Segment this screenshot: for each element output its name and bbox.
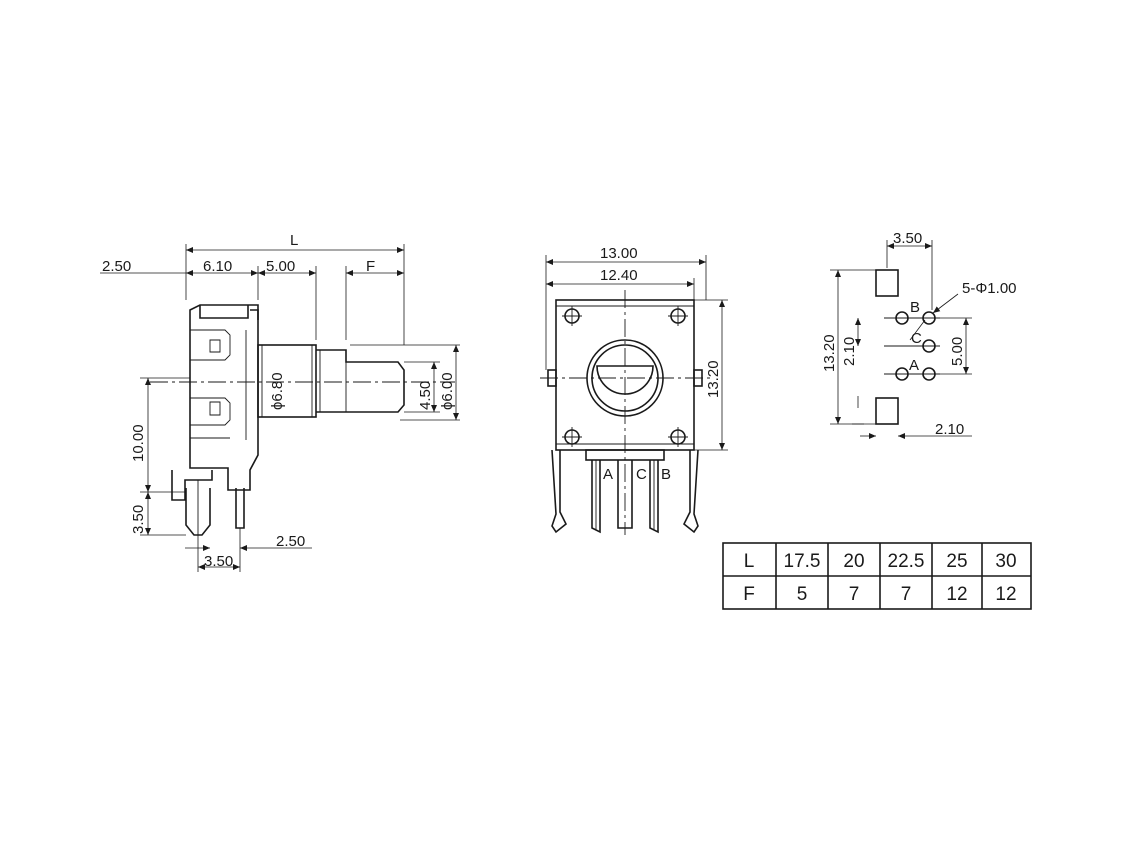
fp-holes-label: 5-Φ1.00 [962, 280, 1017, 297]
dim-b-label: 5.00 [266, 258, 295, 275]
dim-l-label: L [290, 232, 298, 249]
fp-bottom-label: 2.10 [935, 421, 964, 438]
table-cell: 12 [946, 584, 967, 605]
front-pin-b-label: B [661, 466, 671, 483]
front-view: 13.00 12.40 13.20 [540, 245, 728, 535]
front-pin-c-label: C [636, 466, 647, 483]
fp-pin-a-label: A [909, 357, 919, 374]
front-pin-a-label: A [603, 466, 613, 483]
fp-pitch-top-label: 3.50 [893, 230, 922, 247]
fp-span-label: 5.00 [949, 337, 966, 366]
bushing [257, 344, 317, 418]
dim-a-label: 6.10 [203, 258, 232, 275]
front-leg-left [551, 449, 568, 534]
dim-width-outer-label: 13.00 [600, 245, 638, 262]
table-cell: F [743, 584, 755, 605]
footprint-view: 3.50 5-Φ1.00 B C A 13.20 2.10 5.00 [821, 230, 1017, 439]
table-cell: 25 [946, 551, 967, 572]
dim-pin-len-label: 3.50 [130, 505, 147, 534]
fp-pad-bottom [875, 397, 899, 425]
table-cell: 7 [849, 584, 860, 605]
table-cell: 12 [995, 584, 1016, 605]
fp-row-label: 2.10 [841, 337, 858, 366]
table-cell: 20 [843, 551, 864, 572]
front-pin-c [617, 460, 633, 529]
table-cell: L [744, 551, 755, 572]
shaft [316, 349, 405, 413]
dim-dia-body-label: ϕ6.80 [269, 372, 286, 410]
front-leg-right [682, 449, 699, 534]
table-cell: 22.5 [888, 551, 925, 572]
side-view: L 2.50 6.10 5.00 F [100, 232, 460, 572]
dim-front-height-label: 13.20 [705, 360, 722, 398]
dim-f-label: F [366, 258, 375, 275]
dim-flat-label: 4.50 [417, 381, 434, 410]
side-pin-2 [235, 488, 245, 529]
dim-width-inner-label: 12.40 [600, 267, 638, 284]
table-cell: 30 [995, 551, 1016, 572]
dim-dia-shaft-label: ϕ6.00 [439, 372, 456, 410]
side-bracket [171, 470, 213, 501]
side-body [189, 304, 259, 491]
table-cell: 7 [901, 584, 912, 605]
fp-total-label: 13.20 [821, 334, 838, 372]
fp-pin-c-label: C [911, 330, 922, 347]
fp-pad-top [875, 269, 899, 297]
dim-pin-pitch-label: 3.50 [204, 553, 233, 570]
fp-pin-b-label: B [910, 299, 920, 316]
table-cell: 5 [797, 584, 808, 605]
dim-pin-offset-label: 2.50 [276, 533, 305, 550]
table-cell: 17.5 [784, 551, 821, 572]
dim-offset-label: 2.50 [102, 258, 131, 275]
dimension-table: L 17.5 20 22.5 25 30 F 5 7 7 12 12 [722, 542, 1032, 610]
dim-height-label: 10.00 [130, 424, 147, 462]
